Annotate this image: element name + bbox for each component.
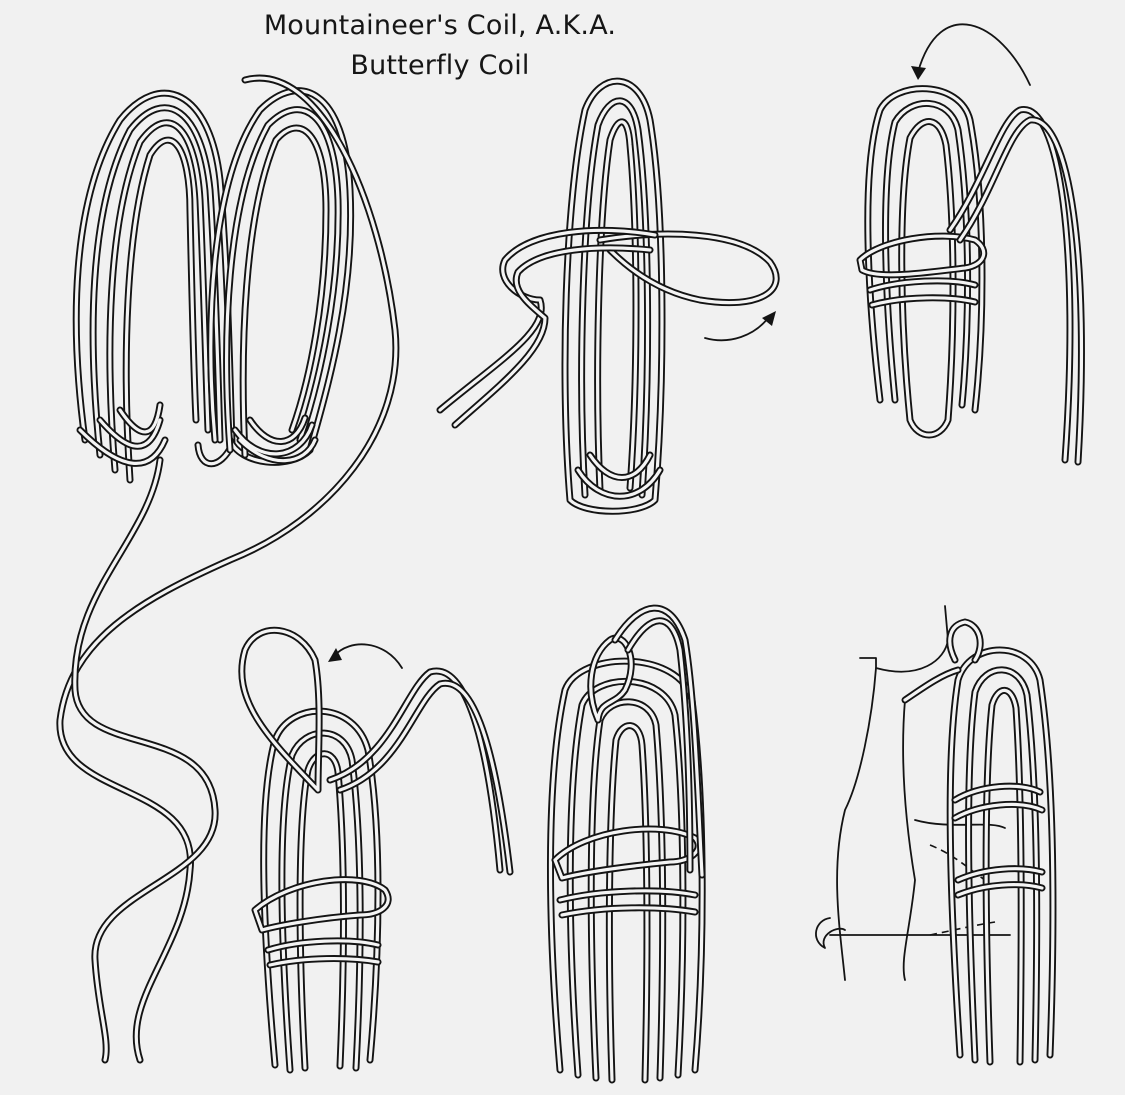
step-4-ends-over-top [242,630,510,1070]
step-3-arrowhead [911,66,926,80]
step-3-arrow [918,24,1030,85]
step-2-wrapped-coil [440,81,776,511]
step-6-coil-on-back [905,622,1053,1062]
step-1-left-loops [76,93,232,480]
step-2-turn-arrow [705,318,768,340]
step-4-arrow [334,644,402,668]
step-3-tightened-coil [860,89,1081,462]
step-5-finished-coil [550,608,702,1080]
